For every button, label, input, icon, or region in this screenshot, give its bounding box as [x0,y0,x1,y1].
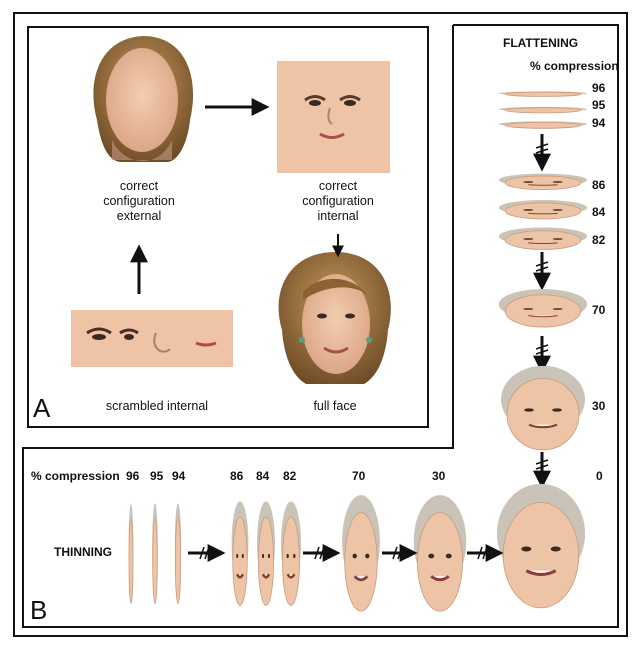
thinning-arrows [0,0,639,648]
